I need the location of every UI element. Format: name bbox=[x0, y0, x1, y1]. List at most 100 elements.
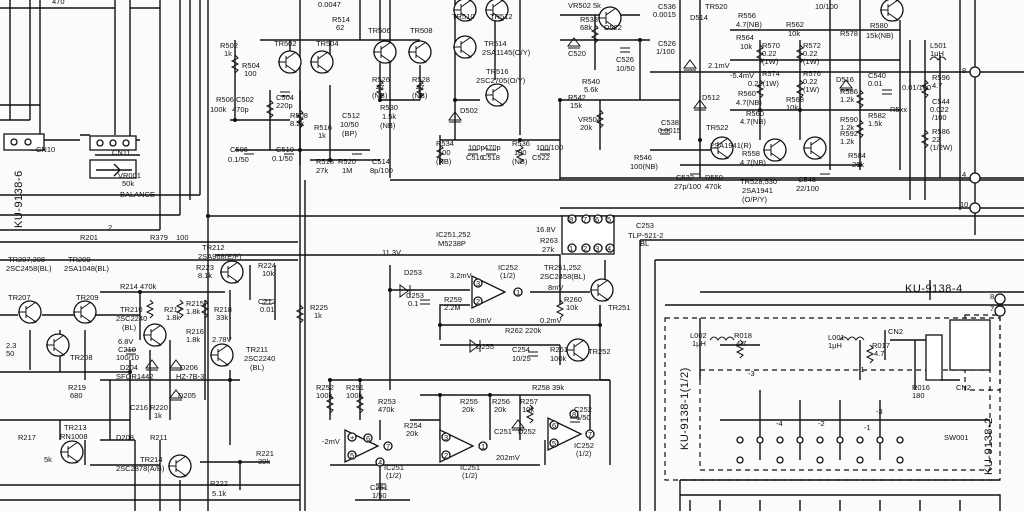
component-label: 0.01 bbox=[260, 305, 275, 314]
component-label: 0.22 bbox=[803, 77, 818, 86]
component-label: 2SC2705(O/Y) bbox=[476, 76, 526, 85]
transistor-tr210 bbox=[143, 323, 167, 347]
component-label: (1W) bbox=[803, 85, 820, 94]
component-label: RN1008 bbox=[60, 432, 88, 441]
component-label: R560 bbox=[738, 89, 756, 98]
component-label: 100 bbox=[244, 69, 257, 78]
component-label: -3 bbox=[876, 407, 883, 416]
component-label: D255 bbox=[476, 342, 494, 351]
component-label: R257 bbox=[520, 397, 538, 406]
component-label: R578 bbox=[840, 29, 858, 38]
component-label: TR251,252 bbox=[544, 263, 581, 272]
component-label: R261 bbox=[550, 345, 568, 354]
component-label: TR207,208 bbox=[8, 255, 45, 264]
component-label: 2SA1941 bbox=[742, 186, 773, 195]
component-label: 2.3 bbox=[6, 341, 16, 350]
svg-text:1: 1 bbox=[481, 442, 485, 451]
component-label: 10k bbox=[566, 303, 578, 312]
component-label: L001 bbox=[828, 333, 845, 342]
component-label: -3 bbox=[748, 369, 755, 378]
component-label: 4.7(NB) bbox=[740, 117, 766, 126]
component-label: R217 bbox=[18, 433, 36, 442]
cn10-connector bbox=[3, 133, 45, 151]
component-label: 10 bbox=[960, 200, 968, 209]
component-label: 2SA1145(O/Y) bbox=[482, 48, 531, 57]
component-label: 22 bbox=[932, 135, 940, 144]
transistor-tr209 bbox=[73, 300, 97, 324]
component-label: 0.01 bbox=[868, 79, 883, 88]
component-label: 1k bbox=[314, 311, 322, 320]
component-label: R5xx bbox=[890, 105, 907, 114]
component-label: 10/50 bbox=[616, 64, 635, 73]
component-label: 1/50 bbox=[576, 413, 591, 422]
switch-contacts bbox=[736, 319, 991, 464]
component-label: 3.2mV bbox=[450, 271, 472, 280]
transistor-tr514 bbox=[453, 35, 477, 59]
component-label: 2SC2240 bbox=[116, 314, 147, 323]
component-label: 16.8V bbox=[536, 225, 556, 234]
transistor-tr502 bbox=[278, 50, 302, 74]
component-label: BL bbox=[640, 239, 649, 248]
component-label: TR528,530 bbox=[740, 177, 777, 186]
component-label: HZ-7B-3 bbox=[176, 372, 204, 381]
component-label: 202mV bbox=[496, 453, 520, 462]
component-label: R550 bbox=[705, 173, 723, 182]
component-label: 39k bbox=[258, 457, 270, 466]
component-label: TR522 bbox=[706, 123, 729, 132]
component-label: R504 bbox=[242, 61, 260, 70]
component-label: -1 bbox=[858, 365, 865, 374]
transistor-tr506 bbox=[373, 40, 397, 64]
component-label: 26k bbox=[852, 160, 864, 169]
component-label: D204 bbox=[120, 363, 138, 372]
component-label: 1.5k bbox=[382, 112, 396, 121]
component-label: 100 bbox=[176, 233, 189, 242]
component-label: 20k bbox=[406, 429, 418, 438]
component-label: 1μH bbox=[930, 49, 944, 58]
component-label: R590 bbox=[840, 115, 858, 124]
component-label: TR209 bbox=[68, 255, 91, 264]
svg-text:6: 6 bbox=[366, 434, 370, 443]
transistor-tr211 bbox=[210, 343, 234, 367]
inductor-symbols bbox=[709, 56, 947, 341]
component-label: 100 bbox=[514, 148, 527, 157]
svg-text:6: 6 bbox=[595, 215, 599, 224]
component-label: 0.1/50 bbox=[272, 154, 293, 163]
component-label: R530 bbox=[380, 103, 398, 112]
component-label: C253 bbox=[406, 291, 424, 300]
component-label: 1.5k bbox=[868, 119, 882, 128]
component-label: C253 bbox=[636, 221, 654, 230]
component-label: R201 bbox=[80, 233, 98, 242]
transistor-tr214 bbox=[168, 454, 192, 478]
component-label: 10/25 bbox=[512, 354, 531, 363]
component-label: 0.22(1W) bbox=[748, 79, 779, 88]
svg-text:7: 7 bbox=[583, 215, 587, 224]
component-label: 47 bbox=[416, 83, 424, 92]
component-label: 10k bbox=[740, 42, 752, 51]
voltage-tag-a: 11.3V bbox=[382, 248, 401, 257]
component-label: (1/2) bbox=[576, 449, 592, 458]
component-label: 2SC2458(BL) bbox=[6, 264, 52, 273]
component-label: 0.22 bbox=[762, 49, 777, 58]
component-label: D516 bbox=[836, 75, 854, 84]
transistor-tr530 bbox=[803, 136, 827, 160]
component-label: 0.22 bbox=[803, 49, 818, 58]
component-label: 1/100 bbox=[656, 47, 675, 56]
component-label: TR514 bbox=[484, 39, 507, 48]
component-label: 100p bbox=[468, 143, 485, 152]
component-label: R572 bbox=[803, 41, 821, 50]
component-label: D514 bbox=[690, 13, 708, 22]
component-label: -1 bbox=[864, 423, 871, 432]
component-label: R220 bbox=[150, 403, 168, 412]
component-label: VR001 bbox=[118, 171, 141, 180]
component-label: 5.1k bbox=[212, 489, 226, 498]
svg-text:8: 8 bbox=[572, 410, 576, 419]
component-label: 4.7(NB) bbox=[736, 98, 762, 107]
component-label: 0.022 bbox=[930, 105, 949, 114]
component-label: (BP) bbox=[342, 129, 358, 138]
component-label: 5k bbox=[44, 455, 52, 464]
component-label: 27p/100 bbox=[674, 182, 701, 191]
component-label: 10/50 bbox=[340, 120, 359, 129]
component-label: R560 bbox=[746, 109, 764, 118]
svg-text:8: 8 bbox=[569, 215, 573, 224]
